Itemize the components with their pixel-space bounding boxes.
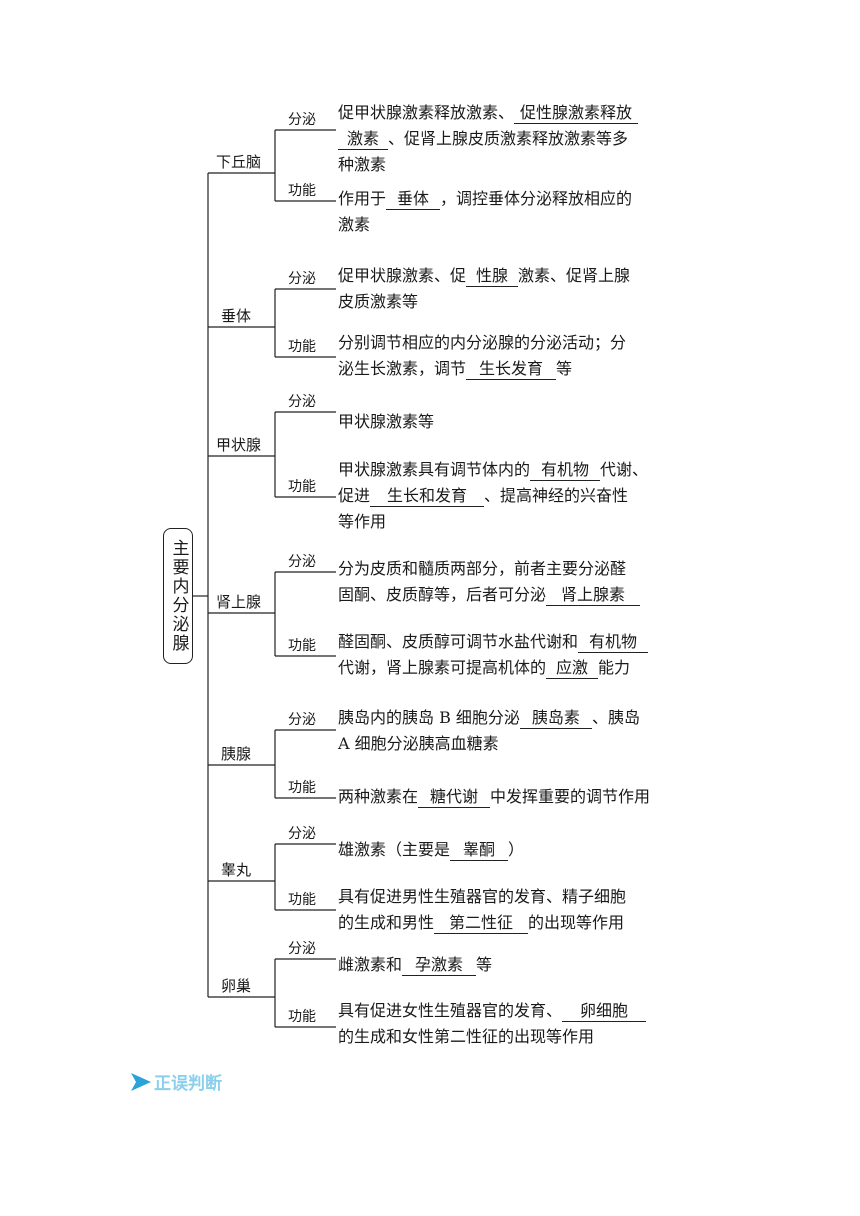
answer-blank: 性腺 xyxy=(466,266,519,287)
root-node: 主要内分泌腺 xyxy=(163,528,193,664)
play-arrow-icon xyxy=(131,1072,151,1091)
function-text: 两种激素在糖代谢中发挥重要的调节作用 xyxy=(338,787,651,808)
secretion-text: 分为皮质和髓质两部分，前者主要分泌醛固酮、皮质醇等，后者可分泌肾上腺素 xyxy=(338,556,703,608)
answer-blank: 糖代谢 xyxy=(418,787,491,808)
gland-label: 胰腺 xyxy=(221,745,252,763)
answer-blank: 垂体 xyxy=(386,189,441,210)
function-label: 功能 xyxy=(288,780,316,796)
answer-blank: 生长发育 xyxy=(466,359,557,380)
secretion-text: 雌激素和孕激素等 xyxy=(338,955,493,976)
function-text: 具有促进女性生殖器官的发育、卵细胞的生成和女性第二性征的出现等作用 xyxy=(338,998,703,1050)
function-label: 功能 xyxy=(288,892,316,908)
root-label: 主要内分泌腺 xyxy=(168,539,189,653)
secretion-label: 分泌 xyxy=(288,112,316,128)
answer-blank: 胰岛素 xyxy=(519,708,592,729)
secretion-label: 分泌 xyxy=(288,554,316,570)
secretion-label: 分泌 xyxy=(288,826,316,842)
gland-label: 甲状腺 xyxy=(216,436,262,454)
secretion-text: 雄激素（主要是睾酮） xyxy=(338,840,525,861)
function-text: 甲状腺激素具有调节体内的有机物代谢、促进生长和发育、提高神经的兴奋性等作用 xyxy=(338,460,649,531)
answer-blank: 有机物 xyxy=(530,460,601,481)
answer-blank: 孕激素 xyxy=(402,955,477,976)
gland-label: 垂体 xyxy=(221,307,252,325)
function-label: 功能 xyxy=(288,1009,316,1025)
answer-blank: 卵细胞 xyxy=(562,1001,647,1022)
gland-label: 睾丸 xyxy=(221,861,252,879)
function-label: 功能 xyxy=(288,183,316,199)
secretion-label: 分泌 xyxy=(288,394,316,410)
answer-blank: 激素 xyxy=(338,129,388,150)
function-label: 功能 xyxy=(288,479,316,495)
answer-blank: 有机物 xyxy=(578,632,649,653)
secretion-label: 分泌 xyxy=(288,712,316,728)
function-text: 醛固酮、皮质醇可调节水盐代谢和有机物代谢，肾上腺素可提高机体的应激能力 xyxy=(338,629,703,681)
gland-label: 卵巢 xyxy=(221,977,252,995)
secretion-text: 促甲状腺激素释放激素、促性腺激素释放激素、促肾上腺皮质激素释放激素等多种激素 xyxy=(338,100,703,178)
secretion-label: 分泌 xyxy=(288,941,316,957)
function-label: 功能 xyxy=(288,339,316,355)
answer-blank: 促性腺激素释放 xyxy=(514,103,639,124)
gland-label: 肾上腺 xyxy=(216,593,262,611)
section-title: 正误判断 xyxy=(154,1074,222,1094)
function-text: 分别调节相应的内分泌腺的分泌活动；分泌生长激素，调节生长发育等 xyxy=(338,333,627,380)
answer-blank: 睾酮 xyxy=(450,840,509,861)
answer-blank: 肾上腺素 xyxy=(546,585,641,606)
secretion-text: 促甲状腺激素、促性腺激素、促肾上腺皮质激素等 xyxy=(338,266,631,311)
answer-blank: 应激 xyxy=(546,658,599,679)
section-heading: 正误判断 xyxy=(130,1069,222,1094)
answer-blank: 生长和发育 xyxy=(370,486,485,507)
function-text: 具有促进男性生殖器官的发育、精子细胞的生成和男性第二性征的出现等作用 xyxy=(338,887,627,934)
secretion-text: 甲状腺激素等 xyxy=(338,412,435,431)
function-label: 功能 xyxy=(288,638,316,654)
answer-blank: 第二性征 xyxy=(434,913,529,934)
gland-label: 下丘脑 xyxy=(216,153,262,171)
function-text: 作用于垂体，调控垂体分泌释放相应的激素 xyxy=(338,189,633,234)
secretion-label: 分泌 xyxy=(288,271,316,287)
